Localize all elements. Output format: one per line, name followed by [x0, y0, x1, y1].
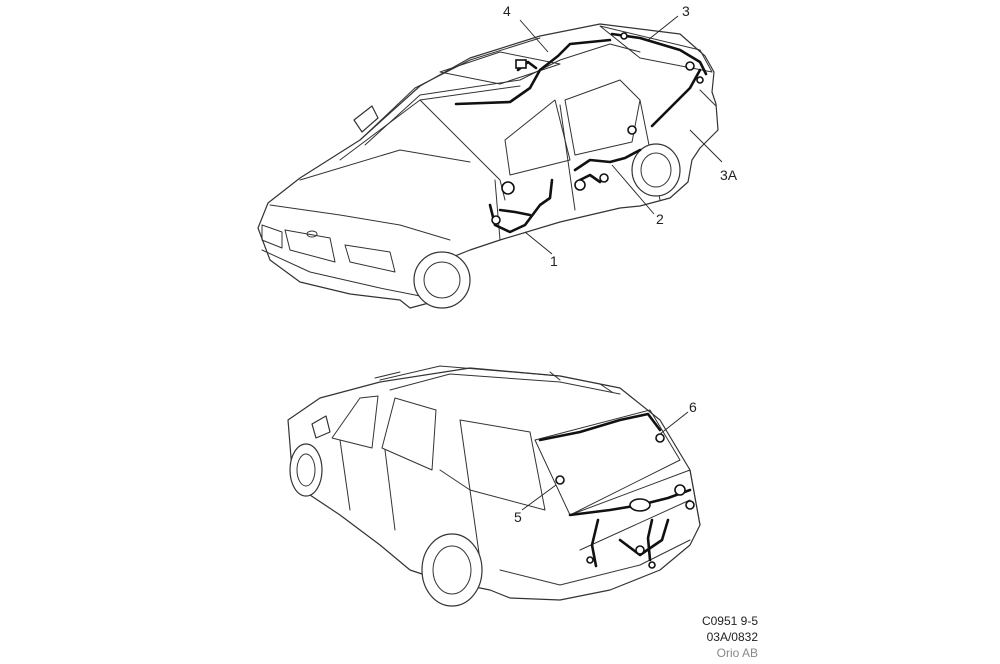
harness-washer	[646, 518, 654, 562]
leader-line-1	[524, 231, 553, 255]
leader-line-3a	[689, 129, 723, 163]
harness-tailgate-window	[538, 412, 662, 442]
leader-line-4	[519, 19, 549, 53]
leader-line-6	[659, 411, 689, 435]
callout-3a: 3A	[720, 167, 738, 183]
harness-rear-door-branch	[578, 173, 602, 184]
harness-roof	[454, 38, 612, 106]
reference-number: 03A/0832	[706, 630, 758, 644]
harness-front-door	[488, 178, 554, 234]
estate-illustration	[287, 365, 701, 607]
harness-tailgate-branch	[618, 518, 670, 557]
callout-6: 6	[689, 399, 697, 415]
callout-5: 5	[514, 509, 522, 525]
harness-tailgate-drop	[590, 518, 600, 568]
callout-3: 3	[682, 3, 690, 19]
harness-rear-door	[573, 148, 642, 172]
reference-code: C0951 9-5	[701, 614, 758, 628]
sedan-illustration	[257, 23, 719, 309]
leader-line-5	[521, 484, 557, 511]
harness-trunk-lamp	[650, 68, 702, 128]
harness-trunk	[610, 32, 708, 76]
leader-line-3	[647, 15, 679, 41]
callout-4: 4	[503, 3, 511, 19]
leader-line-2	[611, 164, 655, 215]
company-name: Orio AB	[716, 646, 758, 660]
callout-1: 1	[550, 253, 558, 269]
callout-2: 2	[656, 211, 664, 227]
harness-front-door-branch	[498, 208, 532, 217]
